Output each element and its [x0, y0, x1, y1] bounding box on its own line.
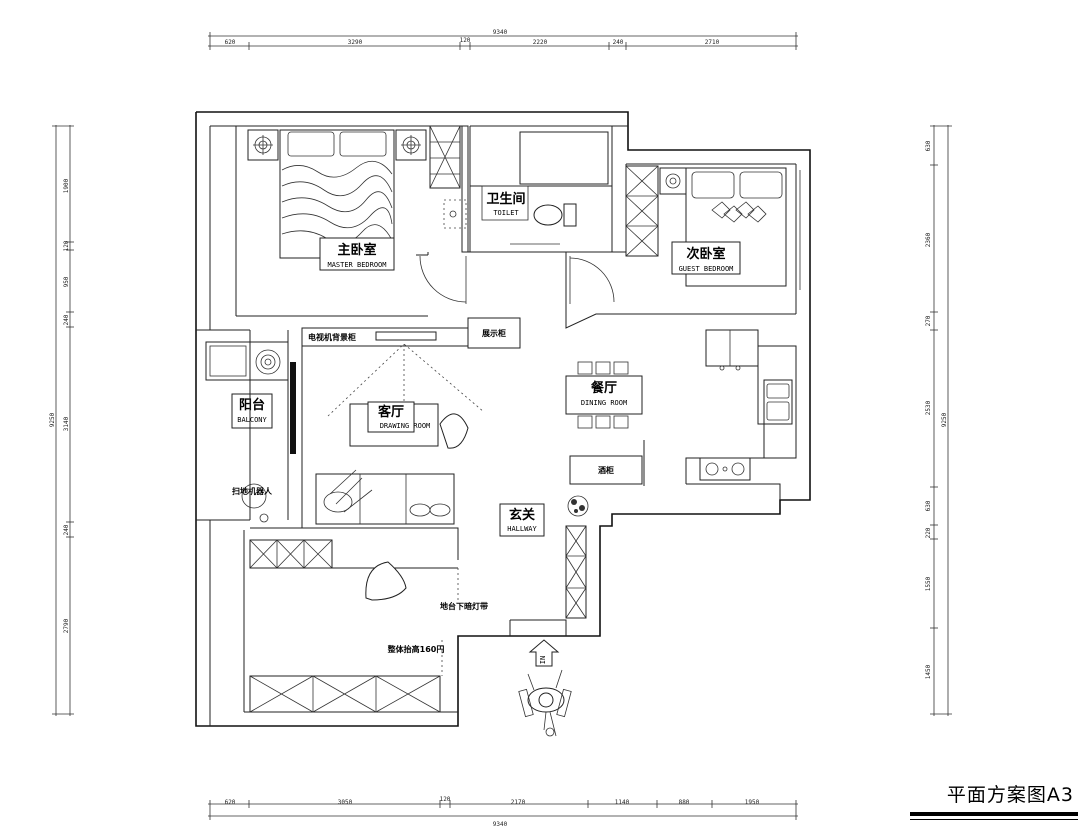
title-underline [910, 812, 1078, 816]
sofa [315, 473, 455, 525]
right-dimension: 630 2360 270 2530 630 220 1550 1450 9250 [925, 125, 952, 716]
dim-left-seg: 1900 [63, 178, 70, 193]
wine-cabinet [569, 455, 643, 485]
dim-left-seg: 120 [63, 240, 70, 251]
dim-top-seg: 2710 [705, 39, 720, 46]
dim-bottom-seg: 880 [679, 799, 690, 806]
room-en-toilet: TOILET [493, 209, 519, 217]
dim-right-seg: 220 [925, 527, 932, 538]
toilet-tank [563, 203, 577, 227]
dim-right-seg: 630 [925, 140, 932, 151]
dim-right-seg: 1450 [925, 664, 932, 679]
dim-top-seg: 3290 [348, 39, 363, 46]
left-dimension: 9250 1900 120 950 240 3140 240 2790 [49, 125, 74, 716]
top-dimension: 9340 620 3290 120 2220 240 2710 [208, 29, 798, 50]
dim-bottom-total: 9340 [493, 821, 508, 828]
guest-bedroom: 次卧室 GUEST BEDROOM [565, 163, 801, 329]
room-name-hallway: 玄关 [509, 507, 535, 523]
plant [567, 495, 589, 517]
balcony: 阳台 BALCONY 扫地机器人 [205, 330, 296, 523]
wardrobe-strip [429, 125, 461, 189]
room-name-dining: 餐厅 [590, 380, 617, 396]
dim-left-seg: 3140 [63, 416, 70, 431]
drawing-room: 客厅 DRAWING ROOM [315, 343, 485, 525]
room-name-balcony: 阳台 [239, 397, 265, 413]
dim-right-seg: 1550 [925, 576, 932, 591]
toilet-room: 卫生间 TOILET [443, 125, 628, 253]
shower-tray [519, 131, 609, 185]
room-name-drawing: 客厅 [378, 404, 404, 420]
cabinet-height-label: 整体抬高160円 [387, 644, 445, 654]
dim-top-seg: 240 [613, 39, 624, 46]
room-en-balcony: BALCONY [237, 416, 267, 424]
bottom-dimension: 620 3050 120 2170 1140 880 1950 9340 [208, 796, 798, 828]
dim-top-seg: 620 [225, 39, 236, 46]
dim-left-total: 9250 [49, 412, 56, 427]
display-cabinet-label: 展示柜 [481, 328, 506, 338]
wine-cabinet-label: 酒柜 [598, 465, 614, 475]
dim-bottom-seg: 2170 [511, 799, 526, 806]
dim-right-seg: 2530 [925, 400, 932, 415]
dim-left-seg: 240 [63, 524, 70, 535]
person-figure [518, 669, 572, 737]
robot-label: 扫地机器人 [232, 486, 273, 496]
tv-wall: 电视机背景柜 展示柜 [301, 317, 521, 529]
dining-room: 餐厅 DINING ROOM 酒柜 [565, 361, 645, 486]
dim-right-seg: 270 [925, 315, 932, 326]
robot-vacuum [241, 483, 267, 509]
room-name-toilet: 卫生间 [486, 191, 525, 207]
fridge [705, 329, 759, 367]
dim-right-seg: 630 [925, 500, 932, 511]
toilet-bowl [533, 204, 563, 226]
dining-table [565, 375, 643, 415]
dim-bottom-seg: 1140 [615, 799, 630, 806]
dim-right-seg: 2360 [925, 232, 932, 247]
kitchen [685, 329, 797, 500]
tv-wall-label: 电视机背景柜 [308, 332, 356, 342]
hallway: 玄关 HALLWAY IN [499, 495, 589, 737]
dim-top-seg: 2220 [533, 39, 548, 46]
room-name-master: 主卧室 [337, 242, 376, 258]
entry-arrow-icon [528, 639, 560, 667]
dim-right-total: 9250 [941, 412, 948, 427]
dim-left-seg: 240 [63, 314, 70, 325]
study-area: 地台下暗灯带 整体抬高160円 [249, 539, 488, 713]
counter-light-label: 地台下暗灯带 [440, 601, 488, 611]
dim-left-seg: 950 [63, 276, 70, 287]
dim-top-seg: 120 [460, 37, 471, 44]
master-bedroom: 主卧室 MASTER BEDROOM [235, 126, 467, 317]
room-en-guest: GUEST BEDROOM [679, 265, 734, 273]
room-name-guest: 次卧室 [686, 246, 725, 262]
lounge-chair [365, 561, 407, 601]
display-cabinet [467, 317, 521, 349]
dim-top-total: 9340 [493, 29, 508, 36]
stove [699, 457, 751, 481]
room-en-dining: DINING ROOM [581, 399, 627, 407]
dim-bottom-seg: 120 [440, 796, 451, 803]
entry-mark: IN [539, 656, 547, 664]
tv [375, 331, 437, 341]
washer-area [205, 341, 289, 381]
room-en-hallway: HALLWAY [507, 525, 537, 533]
armchair [439, 413, 469, 449]
title-underline-thin [910, 819, 1078, 820]
dim-left-seg: 2790 [63, 618, 70, 633]
drawing-title: 平面方案图A3 [946, 784, 1074, 806]
dim-bottom-seg: 620 [225, 799, 236, 806]
dim-bottom-seg: 3050 [338, 799, 353, 806]
room-en-master: MASTER BEDROOM [327, 261, 386, 269]
dim-bottom-seg: 1950 [745, 799, 760, 806]
room-en-drawing: DRAWING ROOM [380, 422, 431, 430]
master-bed [279, 129, 395, 259]
